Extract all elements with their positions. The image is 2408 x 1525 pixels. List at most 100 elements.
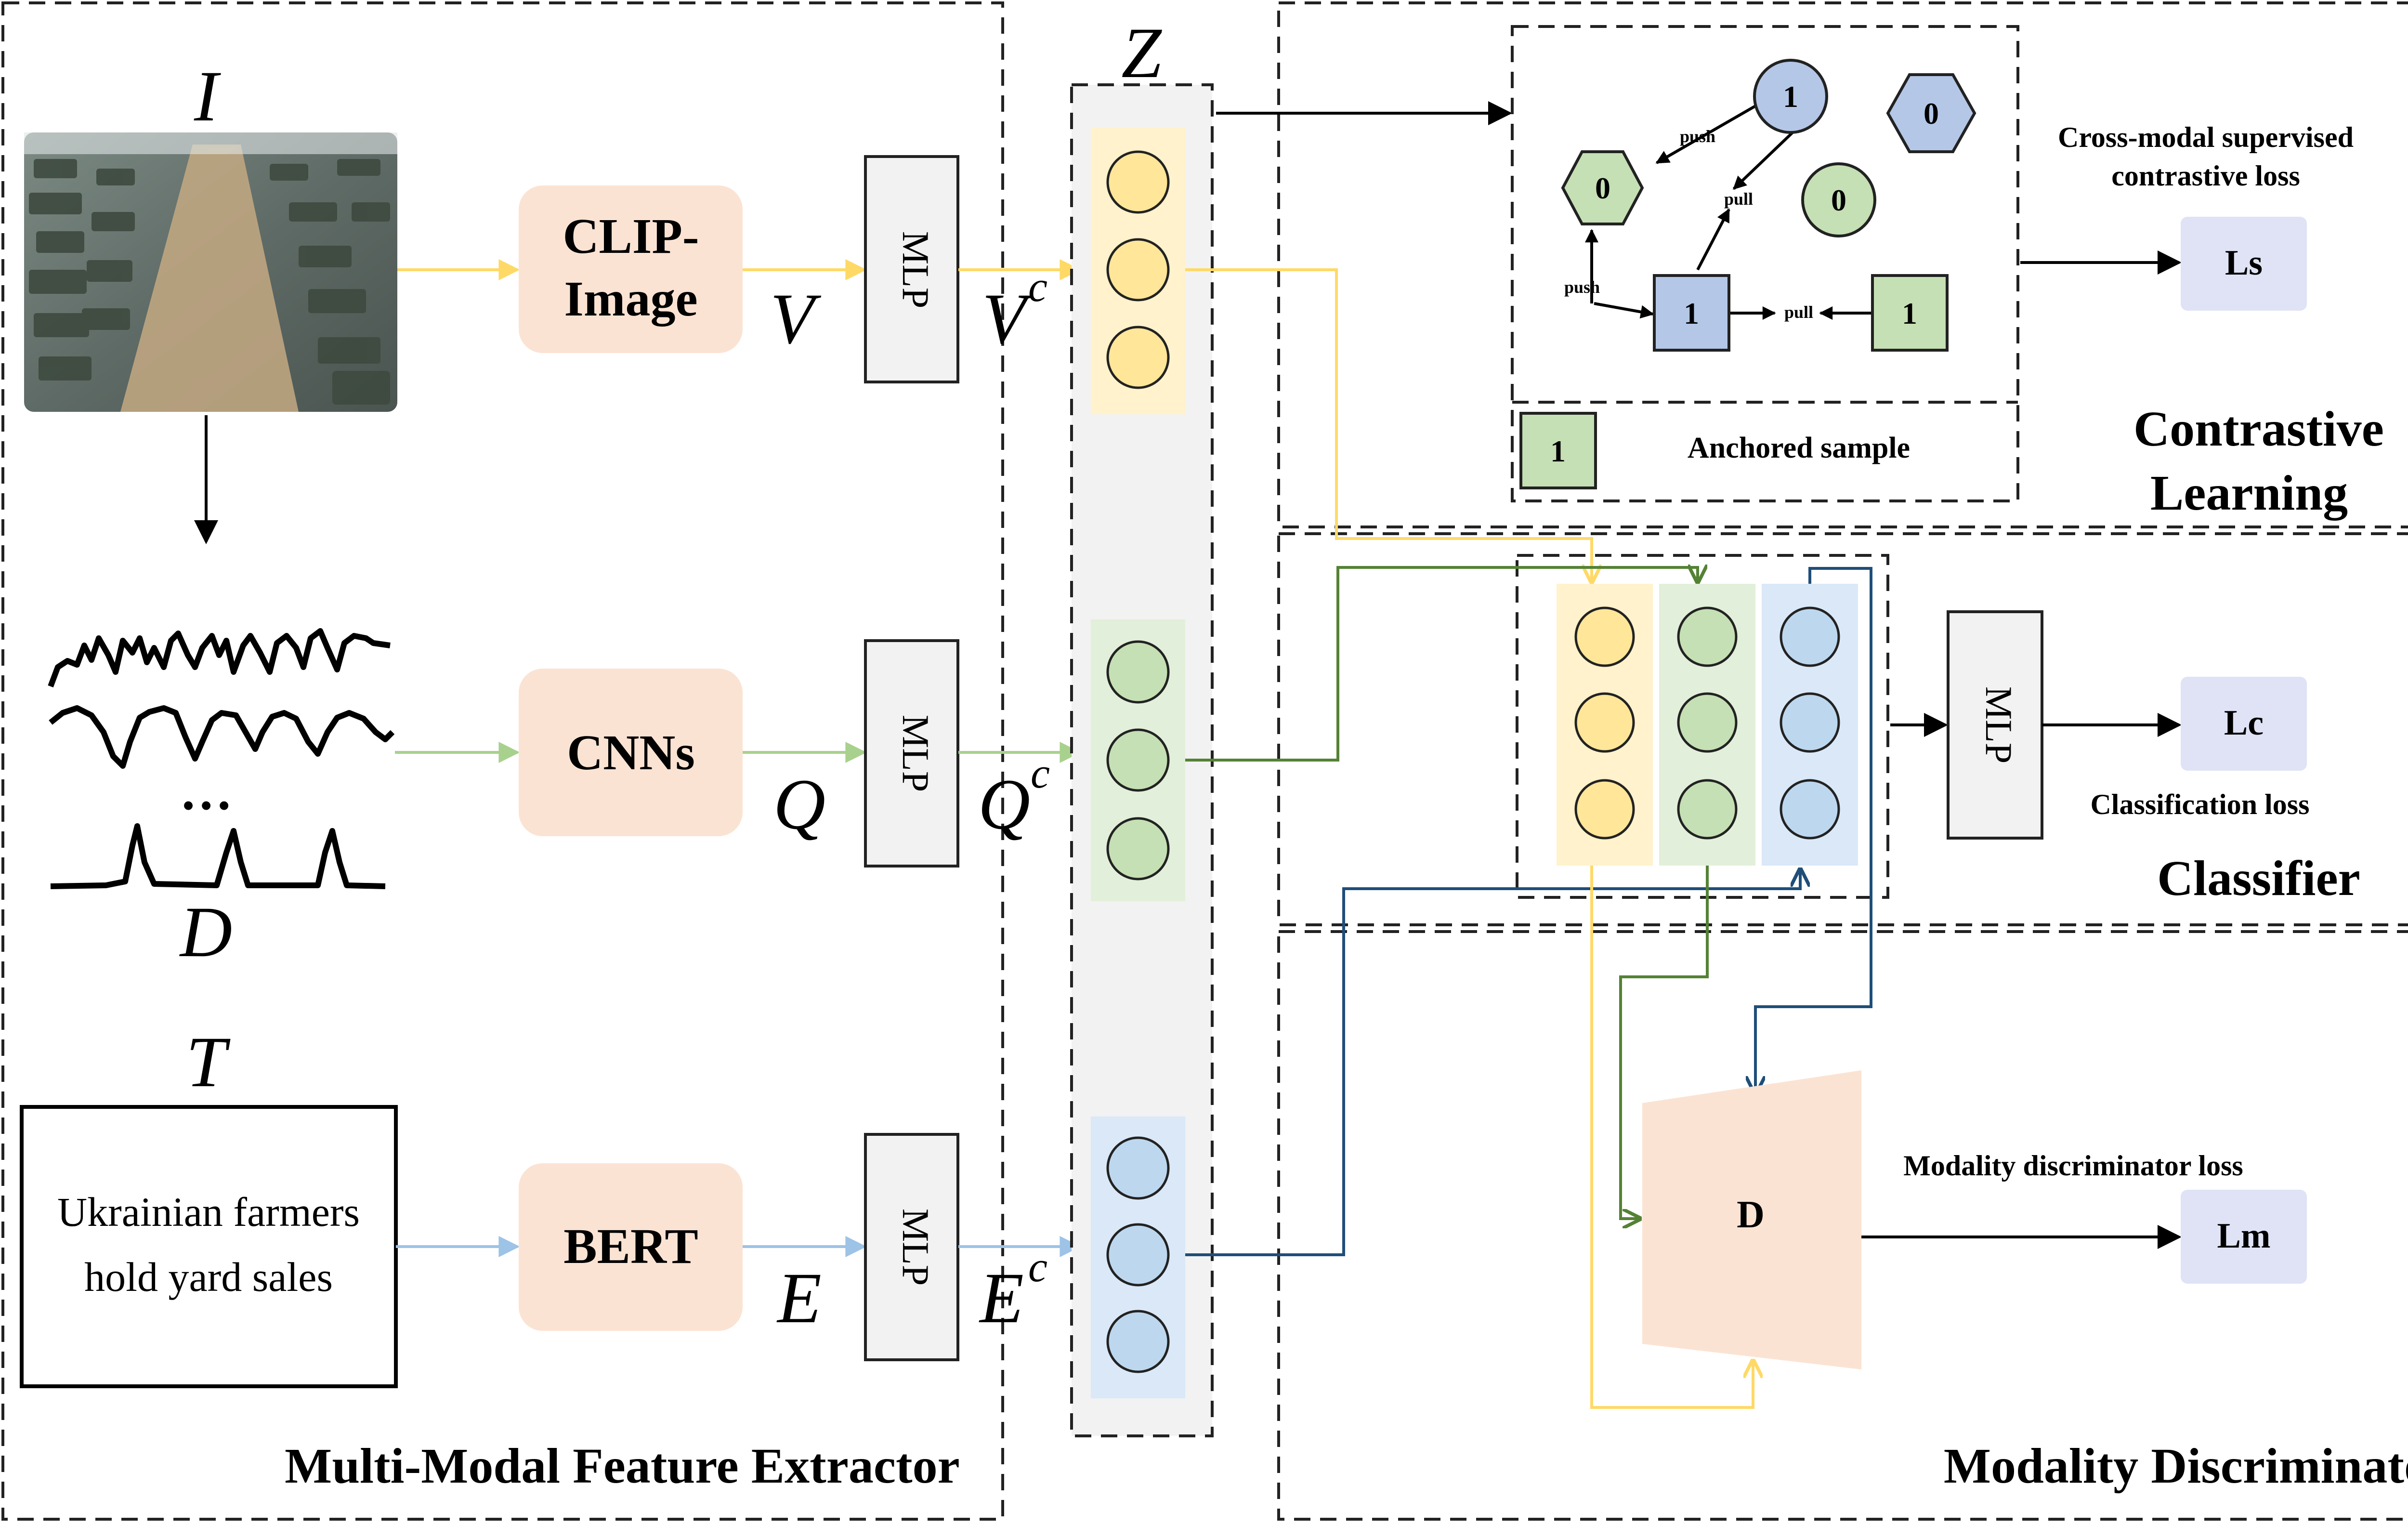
sample-hexagon-green <box>1561 150 1644 225</box>
classifier-title: Classifier <box>2157 851 2360 906</box>
discriminator-d-label: D <box>1737 1194 1765 1236</box>
loss-ls <box>2181 217 2307 311</box>
feature-circle <box>1106 640 1170 704</box>
contrastive-edges <box>1585 105 1871 320</box>
push-label: push <box>1680 127 1715 146</box>
feature-circle <box>1106 150 1170 214</box>
discriminator-frame <box>1277 930 2408 1521</box>
sample-hexagon-blue <box>1886 73 1976 153</box>
signal-symbol: D <box>179 892 232 972</box>
signal-waveforms <box>48 628 395 889</box>
sample-circle-blue-label: 1 <box>1783 79 1798 114</box>
input-text-line1: Ukrainian farmers <box>57 1189 360 1235</box>
cnns-encoder <box>519 669 743 836</box>
discriminator-title: Modality Discriminator <box>1944 1438 2408 1494</box>
z-label: Z <box>1121 13 1162 93</box>
feature-circle <box>1574 779 1635 840</box>
pull-label: pull <box>1724 189 1753 209</box>
route-signal-to-classifier <box>1185 567 1698 762</box>
projected-ec-sup: c <box>1028 1243 1047 1291</box>
contrastive-inner-frame <box>1511 25 2019 502</box>
discriminator-d <box>1642 1070 1861 1369</box>
contrastive-loss-caption-1: Cross-modal supervised <box>2058 121 2354 153</box>
projected-qc-sup: c <box>1031 749 1050 797</box>
extractor-title: Multi-Modal Feature Extractor <box>285 1438 960 1494</box>
loss-lc-label: Lc <box>2224 703 2264 743</box>
sample-circle-green-label: 0 <box>1831 183 1846 217</box>
loss-lm <box>2181 1190 2307 1284</box>
classifier-signal-band <box>1659 584 1755 866</box>
mlp-text <box>864 1133 959 1361</box>
feature-q: Q <box>773 764 825 844</box>
contrastive-title-2: Learning <box>2150 465 2348 521</box>
route-text-to-classifier <box>1185 869 1800 1256</box>
feature-circle <box>1106 238 1170 302</box>
discriminator-loss-caption: Modality discriminator loss <box>1903 1150 2243 1182</box>
z-image-band <box>1091 128 1185 414</box>
feature-v: V <box>770 279 822 359</box>
feature-circle <box>1780 692 1840 753</box>
clip-encoder-label-2: Image <box>564 271 697 327</box>
feature-e: E <box>776 1258 822 1338</box>
mlp-image-label: MLP <box>895 231 937 308</box>
sample-square-green <box>1871 274 1949 352</box>
route-signal-to-discriminator <box>1619 866 1709 1219</box>
loss-lc <box>2181 677 2307 771</box>
feature-extractor-frame <box>1 1 1004 1521</box>
projected-qc: Q c <box>978 749 1050 844</box>
projected-vc-base: V <box>982 279 1034 359</box>
z-text-band <box>1091 1117 1185 1398</box>
feature-circle <box>1106 728 1170 792</box>
anchored-sample-label: Anchored sample <box>1688 432 1910 464</box>
sample-square-blue <box>1653 274 1730 352</box>
input-text-line2: hold yard sales <box>84 1254 333 1300</box>
bert-encoder <box>519 1163 743 1331</box>
feature-circle <box>1677 779 1738 840</box>
sample-square-blue-label: 1 <box>1684 296 1699 330</box>
push-label: push <box>1564 277 1600 297</box>
projected-qc-base: Q <box>978 764 1030 844</box>
feature-circle <box>1106 1136 1170 1200</box>
feature-circle <box>1780 606 1840 667</box>
sample-hexagon-green-label: 0 <box>1595 171 1610 205</box>
feature-circle <box>1106 817 1170 881</box>
mlp-image <box>864 155 959 383</box>
anchored-sample-legend-square <box>1519 412 1597 489</box>
pull-label: pull <box>1784 302 1813 322</box>
contrastive-title-1: Contrastive <box>2133 401 2384 457</box>
route-image-to-classifier <box>1185 268 1592 582</box>
projected-ec: E c <box>979 1243 1047 1338</box>
anchored-sample-legend-value: 1 <box>1550 434 1566 468</box>
mlp-classifier <box>1947 610 2043 840</box>
feature-circle <box>1677 606 1738 667</box>
feature-circle <box>1574 692 1635 753</box>
feature-circle <box>1106 1223 1170 1287</box>
feature-circle <box>1677 692 1738 753</box>
loss-ls-label: Ls <box>2225 243 2263 283</box>
image-symbol: I <box>194 56 221 136</box>
feature-circle <box>1106 326 1170 389</box>
projected-ec-base: E <box>979 1258 1024 1338</box>
route-image-to-discriminator <box>1590 866 1753 1409</box>
sample-circle-green <box>1801 162 1876 237</box>
input-image <box>24 132 397 412</box>
route-text-to-discriminator <box>1755 567 1872 1093</box>
feature-circle <box>1780 779 1840 840</box>
bert-encoder-label: BERT <box>563 1219 698 1274</box>
signal-ellipsis: … <box>180 762 233 821</box>
clip-encoder-label-1: CLIP- <box>563 209 699 264</box>
classifier-text-band <box>1762 584 1858 866</box>
classifier-inner-frame <box>1516 554 1889 899</box>
z-signal-band <box>1091 619 1185 901</box>
classifier-frame <box>1277 532 2408 926</box>
feature-circle <box>1106 1310 1170 1373</box>
classification-loss-caption: Classification loss <box>2090 789 2309 820</box>
mlp-signal-label: MLP <box>895 715 937 792</box>
mlp-classifier-label: MLP <box>1978 686 2020 763</box>
mlp-text-label: MLP <box>895 1209 937 1286</box>
input-text-box <box>20 1105 398 1388</box>
loss-lm-label: Lm <box>2217 1216 2271 1256</box>
classifier-image-band <box>1557 584 1653 866</box>
projected-vc-sup: c <box>1028 263 1047 311</box>
